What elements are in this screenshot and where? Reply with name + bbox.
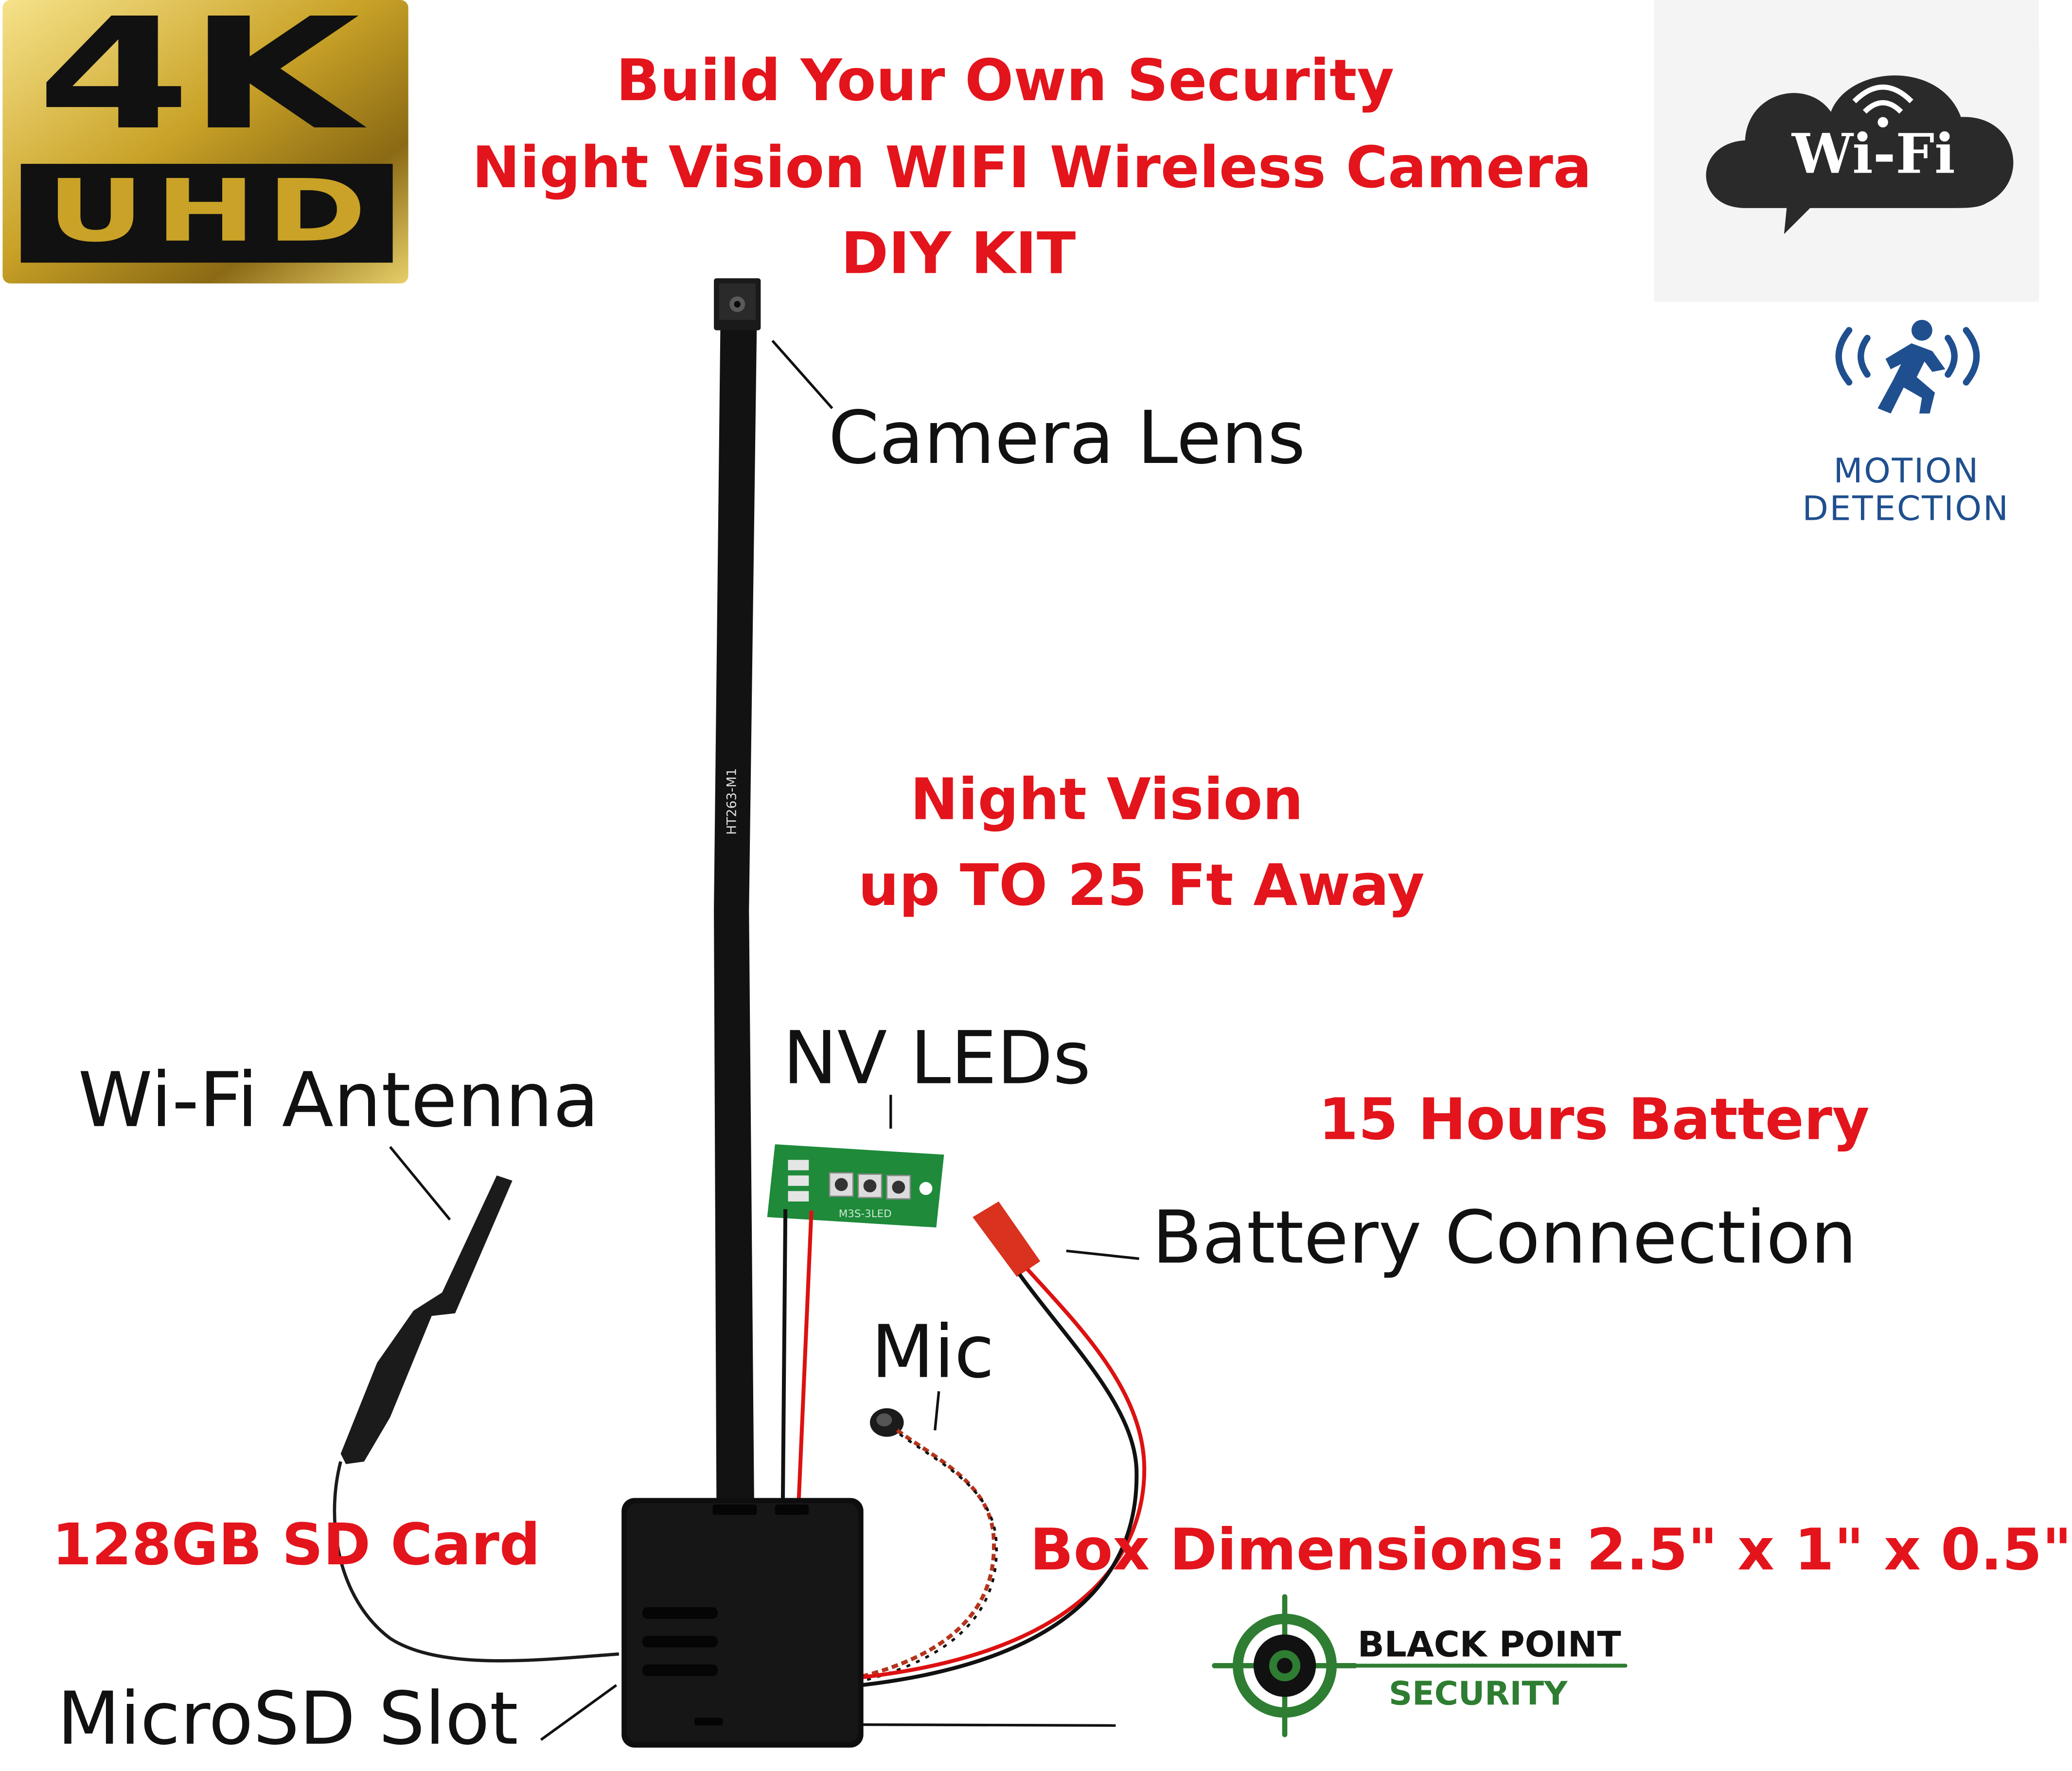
black-point-crosshair-icon: [1212, 1594, 1628, 1737]
nv-led-board: [767, 1144, 944, 1228]
page-title-line-2: Night Vision WIFI Wireless Camera: [472, 135, 1592, 202]
mic-label: Mic: [871, 1311, 994, 1396]
box-dimensions-text: Box Dimensions: 2.5" x 1" x 0.5": [1029, 1517, 2072, 1584]
battery-hours-text: 15 Hours Battery: [1318, 1087, 1870, 1153]
motion-label-line-2: DETECTION: [1802, 490, 2010, 530]
camera-main-box: [621, 1498, 864, 1748]
nv-leds-label: NV LEDs: [782, 1017, 1091, 1101]
wifi-antenna-label: Wi-Fi Antenna: [78, 1056, 600, 1145]
led-board-part-text: M3S-3LED: [839, 1208, 892, 1220]
sd-card-text: 128GB SD Card: [52, 1512, 541, 1579]
night-vision-line-1: Night Vision: [910, 767, 1304, 834]
microsd-slot-label: MicroSD Slot: [57, 1677, 518, 1762]
badge-4k-text: 4K: [36, 0, 360, 164]
logo-line-1: BLACK POINT: [1357, 1625, 1621, 1666]
page-title-line-1: Build Your Own Security: [616, 48, 1395, 115]
page-title-line-3: DIY KIT: [841, 221, 1076, 287]
motion-label-line-1: MOTION: [1833, 452, 1980, 492]
battery-connection-label: Battery Connection: [1152, 1196, 1857, 1281]
ribbon-cable: [714, 325, 757, 1508]
wifi-badge-label: Wi-Fi: [1791, 122, 1955, 186]
badge-uhd-text: UHD: [47, 161, 378, 262]
night-vision-line-2: up TO 25 Ft Away: [858, 853, 1425, 920]
motion-detection-icon: [1821, 312, 2002, 429]
camera-lens-label: Camera Lens: [828, 396, 1306, 481]
wifi-cloud-icon: Wi-Fi: [1654, 0, 2039, 302]
logo-line-2: SECURITY: [1388, 1675, 1568, 1713]
wifi-antenna: [340, 1175, 513, 1464]
ribbon-part-text: HT263-M1: [725, 768, 740, 835]
battery-connector: [973, 1201, 1041, 1277]
4k-uhd-badge-icon: 4K UHD: [0, 0, 413, 301]
